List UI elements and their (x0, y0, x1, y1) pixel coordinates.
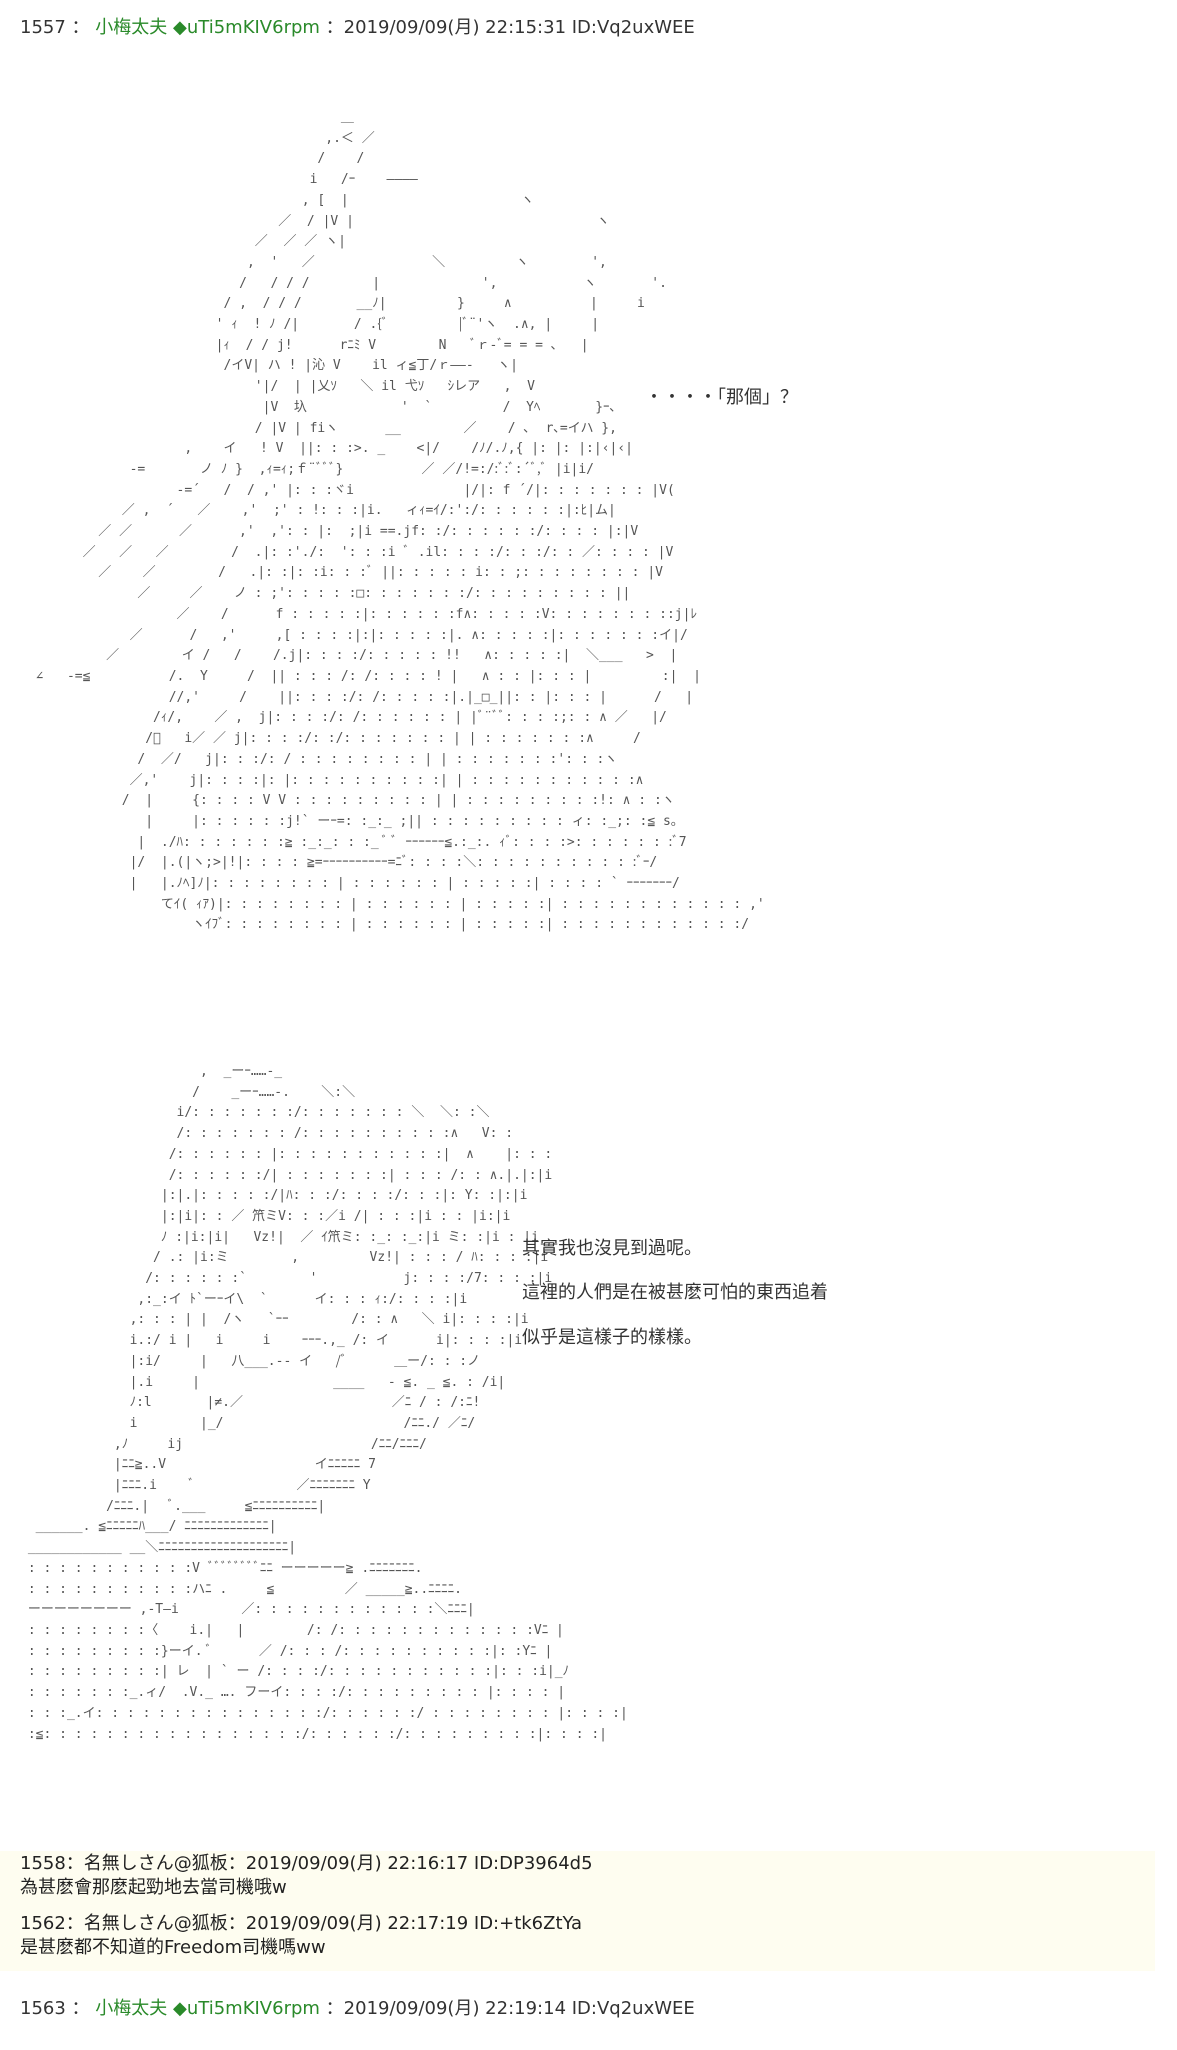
poster-trip: ◆uTi5mKIV6rpm (173, 1998, 320, 2019)
dialog-line-2: 這裡的人們是在被甚麽可怕的東西追着 (522, 1282, 828, 1303)
dialog-top: ・・・・「那個」？ (645, 387, 798, 408)
reply-1558-body: 為甚麽會那麽起勁地去當司機哦w (20, 1877, 287, 1898)
post-number: 1557 (20, 17, 66, 38)
ascii-art-top: ＿ ,.＜ ／ / / i /ｰ ―――― , [ | (35, 110, 765, 933)
dialog-line-1: 其實我也沒見到過呢。 (522, 1238, 702, 1259)
reply-1558-header: 1558：名無しさん@狐板：2019/09/09(月) 22:16:17 ID:… (20, 1853, 593, 1874)
poster-name[interactable]: 小梅太夫 (95, 17, 168, 38)
reply-1562-body: 是甚麽都不知道的Freedom司機嗎ww (20, 1937, 326, 1958)
dialog-line-3: 似乎是這樣子的樣樣。 (522, 1327, 702, 1348)
poster-trip: ◆uTi5mKIV6rpm (173, 17, 320, 38)
poster-name[interactable]: 小梅太夫 (95, 1998, 168, 2019)
post-header-1563: 1563 ： 小梅太夫 ◆uTi5mKIV6rpm ：2019/09/09(月)… (20, 1997, 695, 2021)
post-meta: ：2019/09/09(月) 22:19:14 ID:Vq2uxWEE (325, 1998, 695, 2019)
post-meta: ：2019/09/09(月) 22:15:31 ID:Vq2uxWEE (325, 17, 695, 38)
post-header-1557: 1557 ： 小梅太夫 ◆uTi5mKIV6rpm ：2019/09/09(月)… (20, 16, 695, 40)
post-separator: ： (71, 1998, 90, 2019)
reply-1562-header: 1562：名無しさん@狐板：2019/09/09(月) 22:17:19 ID:… (20, 1913, 583, 1934)
post-separator: ： (71, 17, 90, 38)
ascii-art-bottom: , _ーｰ……-_ / _ーｰ……-. ＼:＼ i/: : : : : : :/… (27, 1064, 628, 1742)
replies-backdrop (0, 1851, 1155, 1971)
post-number: 1563 (20, 1998, 66, 2019)
